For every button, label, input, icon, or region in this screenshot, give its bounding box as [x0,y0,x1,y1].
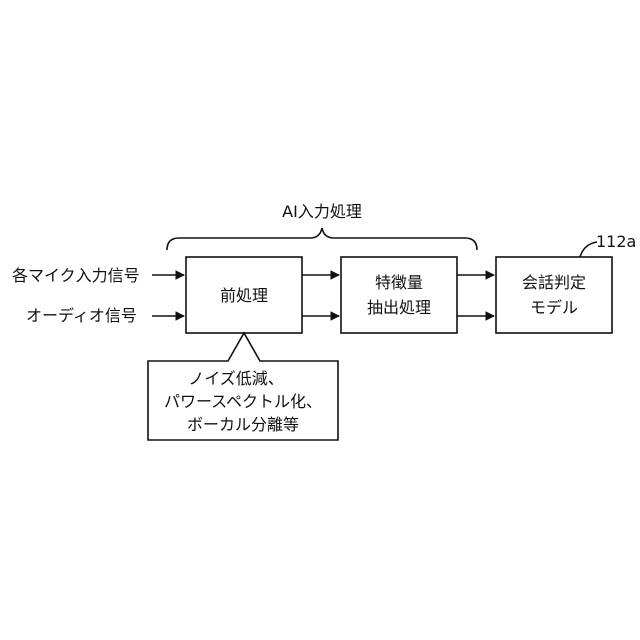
callout-line1: ノイズ低減、 [188,369,284,388]
model-label-line1: 会話判定 [522,273,586,292]
feature-label-line2: 抽出処理 [367,298,431,317]
callout-line3: ボーカル分離等 [187,415,299,434]
model-label-line2: モデル [530,298,578,317]
group-brace [167,228,477,250]
conversation-model-block [496,257,612,333]
model-ref-leader [580,242,597,257]
input-label-mic: 各マイク入力信号 [12,266,140,285]
preprocess-label: 前処理 [220,286,268,305]
model-ref-numeral: 112a [596,232,636,251]
feature-label-line1: 特徴量 [375,273,423,292]
callout-line2: パワースペクトル化、 [164,392,322,411]
ai-input-processing-label: AI入力処理 [282,202,362,221]
input-label-audio: オーディオ信号 [26,306,137,325]
feature-extraction-block [341,257,457,333]
